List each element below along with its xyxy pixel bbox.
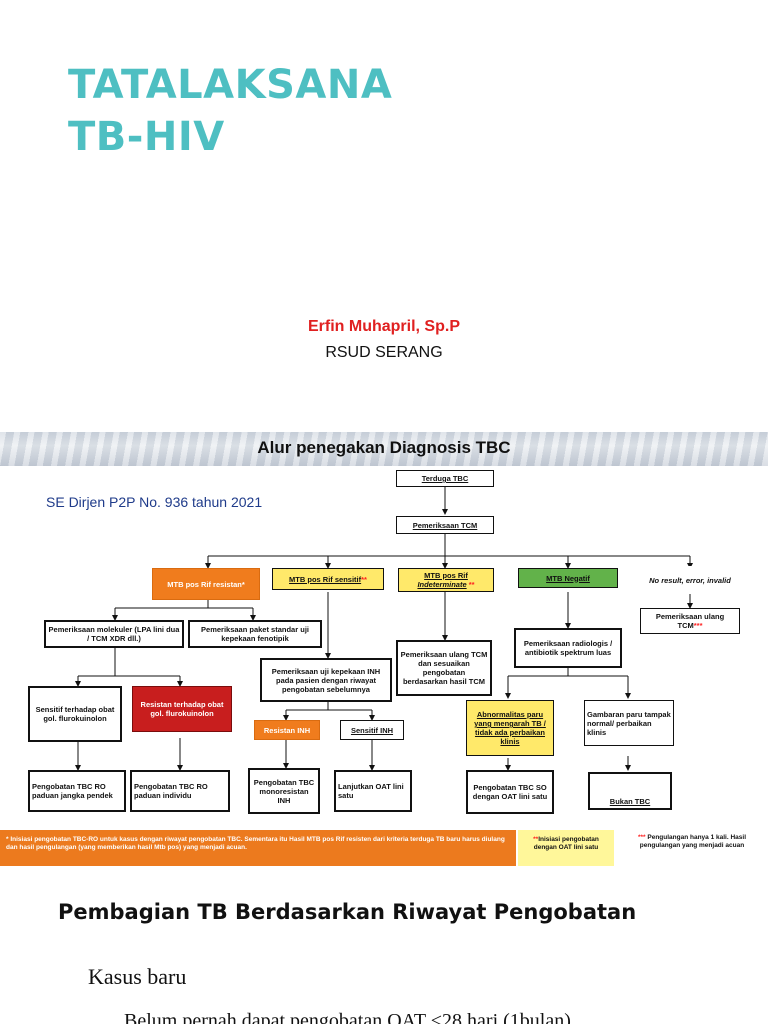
node-mtb-negatif: MTB Negatif (518, 568, 618, 588)
node-terduga-tbc: Terduga TBC (396, 470, 494, 487)
footnote-inisiasi-tbc-ro: * Inisiasi pengobatan TBC-RO untuk kasus… (0, 830, 516, 866)
diagnosis-flowchart-slide: Alur penegakan Diagnosis TBC SE Dirjen P… (0, 432, 768, 868)
node-radiologis: Pemeriksaan radiologis / antibiotik spek… (514, 628, 622, 668)
reference-text: SE Dirjen P2P No. 936 tahun 2021 (46, 494, 263, 510)
node-resistan-flurokuinolon: Resistan terhadap obat gol. flurokuinolo… (132, 686, 232, 732)
node-pengobatan-ro-pendek: Pengobatan TBC RO paduan jangka pendek (28, 770, 126, 812)
node-pemeriksaan-tcm: Pemeriksaan TCM (396, 516, 494, 534)
node-lanjutkan-oat: Lanjutkan OAT lini satu (334, 770, 412, 812)
node-pengobatan-ro-individu: Pengobatan TBC RO paduan individu (130, 770, 230, 812)
node-mtb-rif-sensitif: MTB pos Rif sensitif** (272, 568, 384, 590)
node-pemeriksaan-ulang-tcm: Pemeriksaan ulang TCM*** (640, 608, 740, 634)
node-ulang-tcm-sesuaikan: Pemeriksaan ulang TCM dan sesuaikan peng… (396, 640, 492, 696)
slide-title-line-2: TB-HIV (68, 114, 225, 160)
header-band (0, 432, 768, 466)
node-gambaran-normal: Gambaran paru tampak normal/ perbaikan k… (584, 700, 674, 746)
node-bukan-tbc: Bukan TBC (588, 772, 672, 810)
flowchart-title: Alur penegakan Diagnosis TBC (257, 438, 511, 457)
node-uji-kepekaan-inh: Pemeriksaan uji kepekaan INH pada pasien… (260, 658, 392, 702)
node-pemeriksaan-molekuler: Pemeriksaan molekuler (LPA lini dua / TC… (44, 620, 184, 648)
node-abnormalitas-paru: Abnormalitas paru yang mengarah TB / tid… (466, 700, 554, 756)
node-mtb-rif-resistan: MTB pos Rif resistan* (152, 568, 260, 600)
slide-title-line-1: TATALAKSANA (68, 62, 393, 108)
node-paket-standar: Pemeriksaan paket standar uji kepekaan f… (188, 620, 322, 648)
node-no-result: No result, error, invalid (640, 566, 740, 594)
flowchart-connectors (75, 487, 693, 771)
affiliation: RSUD SERANG (325, 344, 443, 361)
author-name: Erfin Muhapril, Sp.P (307, 318, 460, 335)
slide-heading: Pembagian TB Berdasarkan Riwayat Pengoba… (58, 900, 637, 924)
node-sensitif-inh: Sensitif INH (340, 720, 404, 740)
classification-slide: Pembagian TB Berdasarkan Riwayat Pengoba… (0, 868, 768, 1024)
node-pengobatan-tbc-so: Pengobatan TBC SO dengan OAT lini satu (466, 770, 554, 814)
footnote-pengulangan: *** Pengulangan hanya 1 kali. Hasil peng… (637, 834, 747, 850)
title-slide: TATALAKSANA TB-HIV Erfin Muhapril, Sp.P … (0, 0, 768, 432)
list-item-kasus-baru: Kasus baru (88, 964, 187, 989)
node-sensitif-flurokuinolon: Sensitif terhadap obat gol. flurokuinolo… (28, 686, 122, 742)
node-pengobatan-monoresistan: Pengobatan TBC monoresistan INH (248, 768, 320, 814)
list-item-definition: Belum pernah dapat pengobatan OAT <28 ha… (124, 1010, 571, 1024)
node-resistan-inh: Resistan INH (254, 720, 320, 740)
footnote-inisiasi-oat: **Inisiasi pengobatan dengan OAT lini sa… (518, 830, 614, 866)
